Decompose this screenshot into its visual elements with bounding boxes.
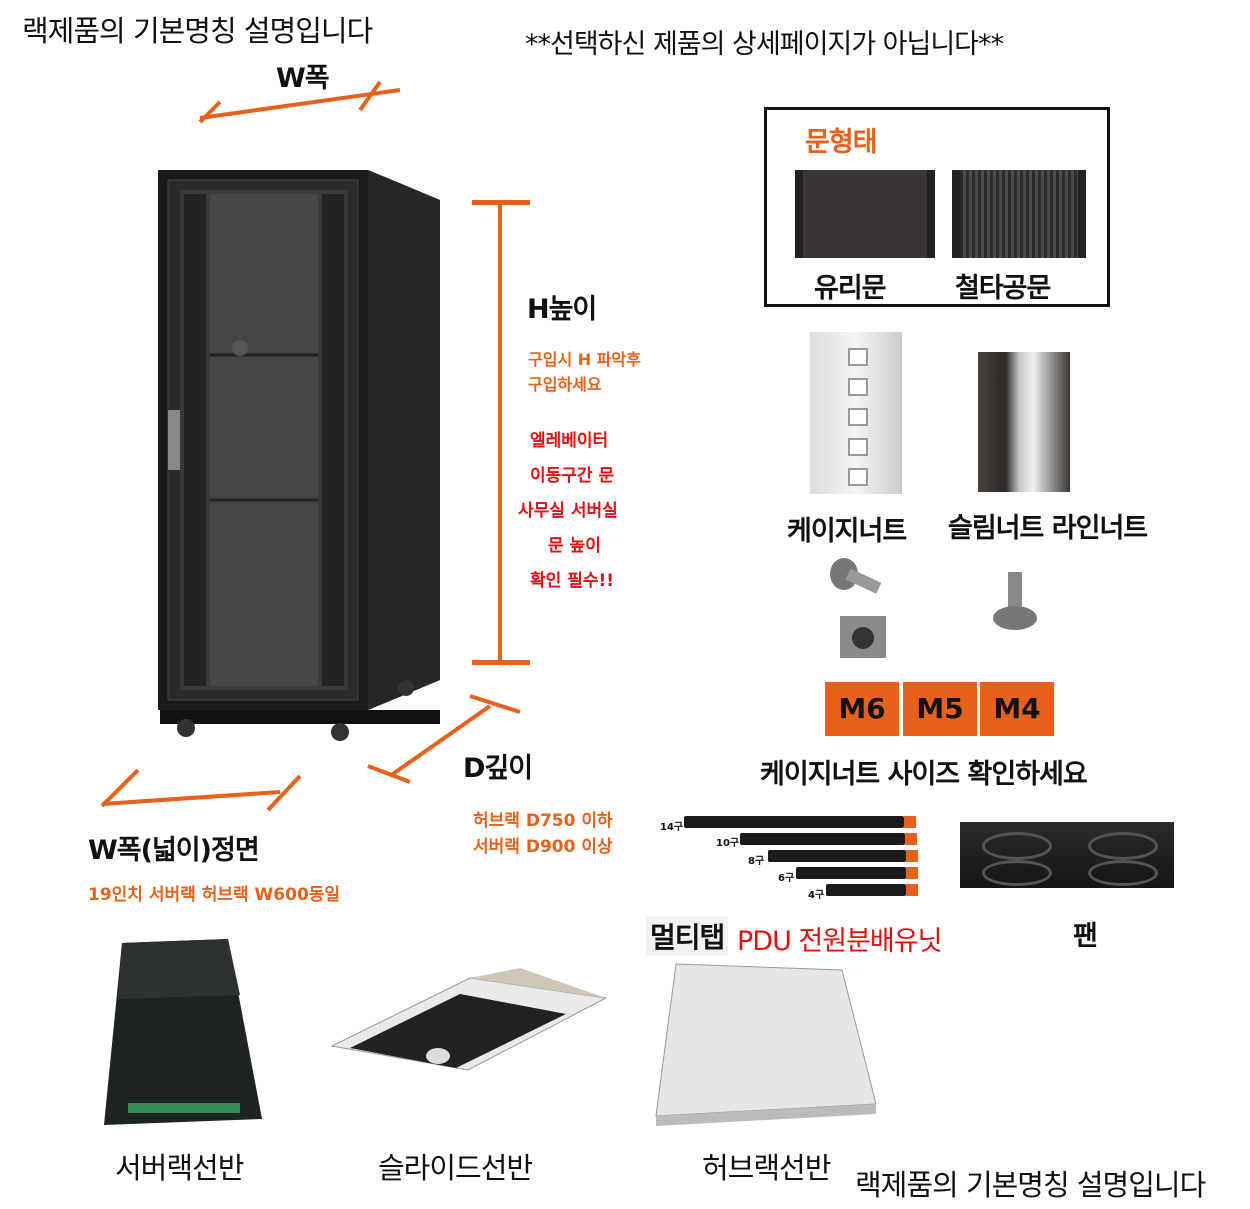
door-type-title: 문형태 <box>805 127 878 158</box>
depth-arrow-icon <box>367 694 521 784</box>
cage-nut-rail-image <box>810 332 902 494</box>
pdu-8-label: 8구 <box>748 856 765 867</box>
cage-nut-icon <box>840 616 886 658</box>
footer-title: 랙제품의 기본명칭 설명입니다 <box>855 1168 1206 1202</box>
width-label: W폭 <box>276 63 330 94</box>
slide-shelf-label: 슬라이드선반 <box>378 1151 533 1185</box>
height-note-1: 구입시 H 파악후 <box>528 350 641 369</box>
warning-line: 문 높이 <box>548 536 601 556</box>
screw-icon <box>830 558 882 594</box>
pdu-14-label: 14구 <box>660 822 684 833</box>
width-front-label: W폭(넓이)정면 <box>88 835 260 866</box>
fan-label: 팬 <box>1073 921 1098 952</box>
depth-note-1: 허브랙 D750 이하 <box>473 811 613 831</box>
pdu-6-label: 6구 <box>778 873 795 884</box>
height-label: H높이 <box>527 294 597 325</box>
depth-note-2: 서버랙 D900 이상 <box>473 837 613 857</box>
pdu-8-icon <box>768 850 918 862</box>
size-m5: M5 <box>903 682 977 736</box>
depth-label: D깊이 <box>463 753 533 784</box>
pdu-10-label: 10구 <box>716 838 740 849</box>
slide-shelf-image <box>330 968 608 1071</box>
warning-line: 확인 필수!! <box>530 571 614 591</box>
fan-unit-image <box>960 822 1174 888</box>
hub-shelf-label: 허브랙선반 <box>702 1151 831 1185</box>
height-bar-icon <box>498 203 502 663</box>
pdu-10-icon <box>740 833 917 845</box>
size-m6: M6 <box>825 682 899 736</box>
server-shelf-image <box>104 939 262 1125</box>
hub-shelf-image <box>655 963 877 1126</box>
steel-door-label: 철타공문 <box>955 273 1051 304</box>
steel-door-image <box>952 170 1086 258</box>
warning-line: 엘레베이터 <box>530 431 609 451</box>
page-title: 랙제품의 기본명칭 설명입니다 <box>22 14 373 48</box>
warning-line: 이동구간 문 <box>530 466 615 486</box>
width-front-arrow-icon <box>100 768 302 812</box>
size-note: 케이지너트 사이즈 확인하세요 <box>760 759 1088 790</box>
warning-line: 사무실 서버실 <box>518 501 618 521</box>
pdu-4-icon <box>826 884 918 896</box>
size-m4: M4 <box>980 682 1054 736</box>
cage-nut-label: 케이지너트 <box>787 516 907 547</box>
slim-nut-rail-image <box>978 352 1070 492</box>
slim-screw-icon <box>993 572 1037 630</box>
width-front-note: 19인치 서버랙 허브랙 W600동일 <box>88 885 341 905</box>
height-cap-top-icon <box>472 200 530 205</box>
server-rack-image <box>158 170 440 741</box>
slim-nut-label: 슬림너트 라인너트 <box>948 513 1148 544</box>
pdu-14-icon <box>684 816 916 828</box>
server-shelf-label: 서버랙선반 <box>115 1151 244 1185</box>
glass-door-label: 유리문 <box>814 273 887 304</box>
height-cap-bottom-icon <box>472 660 530 665</box>
height-note-2: 구입하세요 <box>528 375 602 394</box>
width-arrow-icon <box>198 80 401 124</box>
multitap-label: 멀티탭 <box>646 916 729 956</box>
glass-door-image <box>795 170 935 258</box>
pdu-6-icon <box>796 867 918 879</box>
notice-text: **선택하신 제품의 상세페이지가 아닙니다** <box>525 29 1004 60</box>
pdu-label: PDU 전원분배유닛 <box>737 926 942 957</box>
pdu-4-label: 4구 <box>808 890 825 901</box>
door-type-box <box>764 107 1110 307</box>
